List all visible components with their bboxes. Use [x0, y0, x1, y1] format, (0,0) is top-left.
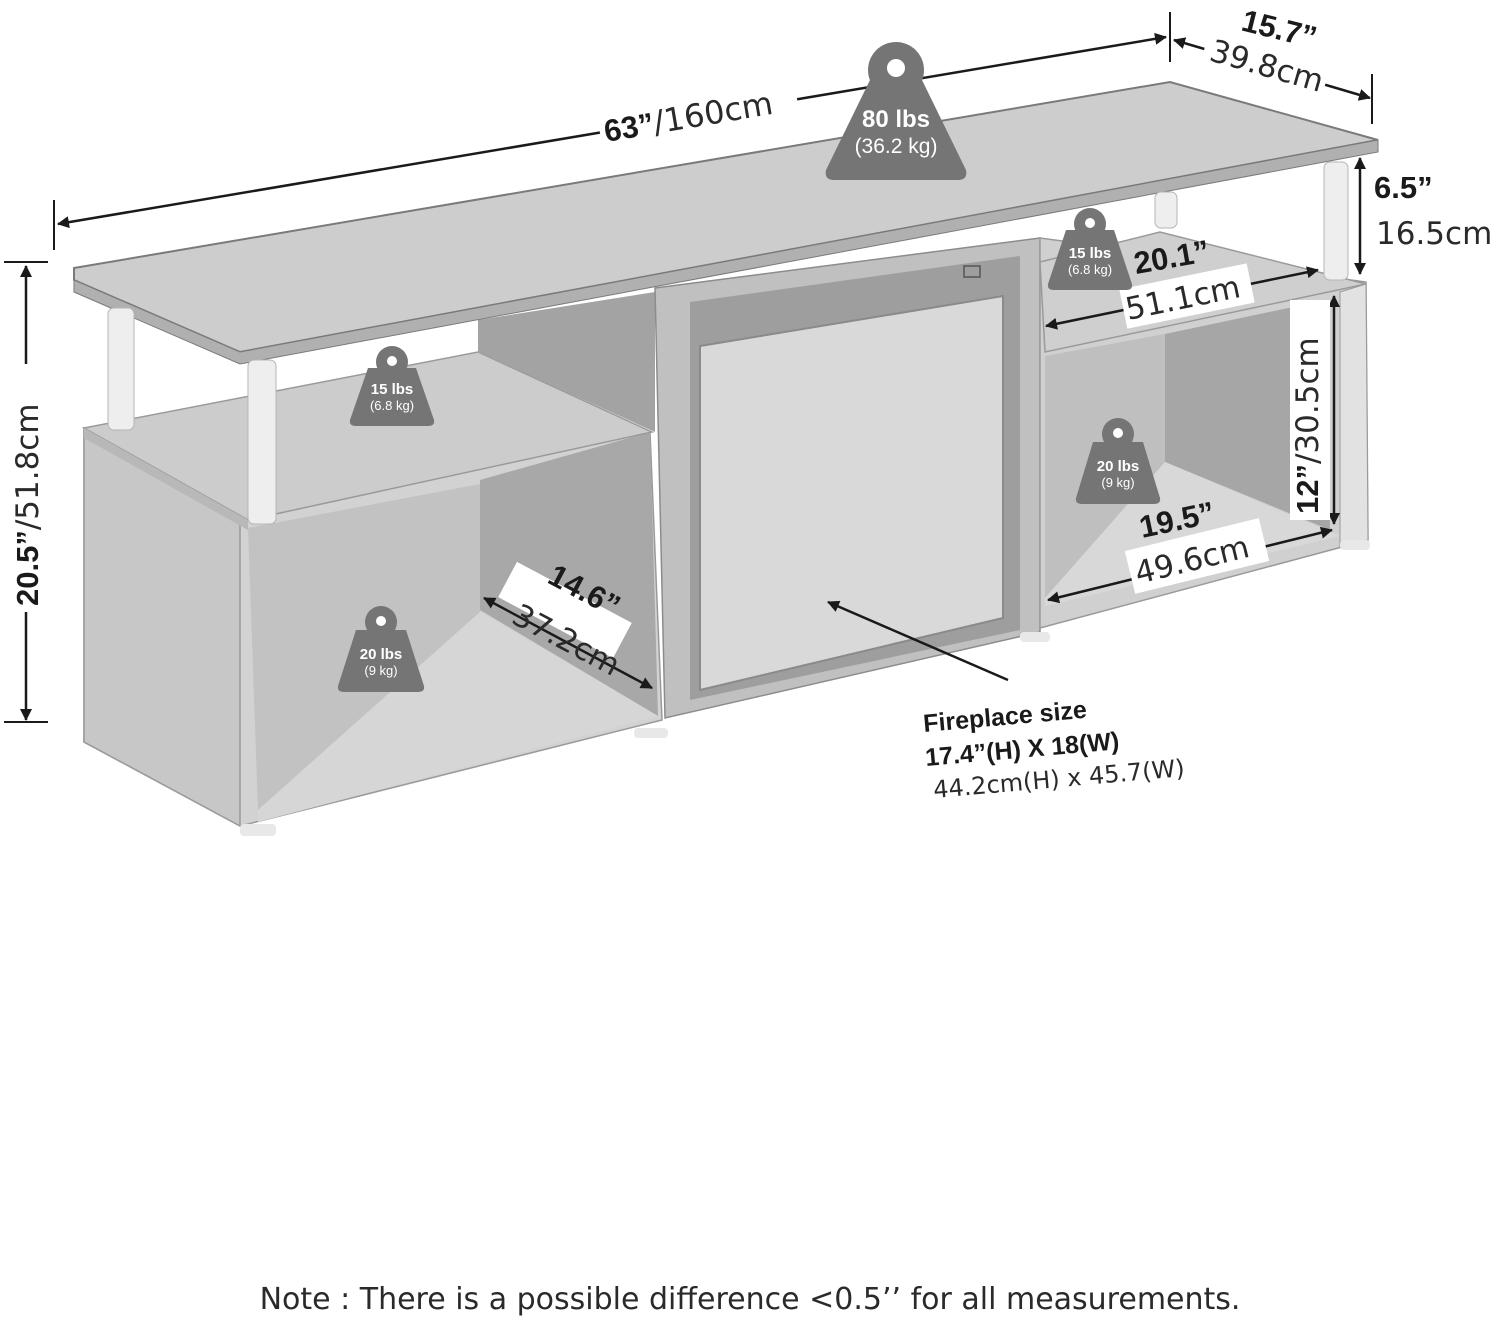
weight-hook-icon — [1085, 218, 1095, 228]
weight-left-cabinet-kg: (9 kg) — [364, 663, 397, 678]
fireplace-insert — [699, 294, 1004, 692]
post-back-right — [1154, 191, 1178, 229]
right-cabinet-height-label: 12”/30.5cm — [1290, 337, 1326, 514]
top-gap-in-label: 6.5” — [1374, 170, 1433, 205]
upper-left-back-panel — [478, 292, 655, 432]
fireplace-callout: Fireplace size 17.4”(H) X 18(W) 44.2cm(H… — [922, 696, 1186, 804]
foot-right — [1340, 540, 1370, 550]
weight-hook-icon — [887, 59, 905, 77]
weight-left-cabinet-lbs: 20 lbs — [360, 646, 403, 663]
fireplace-button — [963, 265, 981, 278]
right-end-panel — [1339, 283, 1369, 549]
label-backgrounds — [6, 13, 1336, 659]
weight-badge-upper-right: 15 lbs (6.8 kg) — [1047, 208, 1133, 290]
weight-badge-top: 80 lbs (36.2 kg) — [825, 42, 967, 180]
weight-upper-right-kg: (6.8 kg) — [1068, 262, 1112, 277]
height-label: 20.5”/51.8cm — [10, 403, 46, 606]
weight-hook-icon — [387, 356, 397, 366]
weight-badge-right-cabinet: 20 lbs (9 kg) — [1075, 418, 1161, 504]
weight-right-cabinet-kg: (9 kg) — [1101, 475, 1134, 490]
upper-left-shelf-edge — [84, 428, 248, 530]
post-front-left-upper — [107, 307, 135, 431]
top-gap-cm-label: 16.5cm — [1376, 216, 1492, 252]
weight-upper-left-lbs: 15 lbs — [371, 381, 414, 398]
right-cabinet-interior-back — [1165, 300, 1330, 530]
weight-right-cabinet-lbs: 20 lbs — [1097, 458, 1140, 475]
post-front-right — [1323, 161, 1349, 281]
tv-stand-illustration — [73, 80, 1379, 836]
post-front-left-lower — [247, 359, 277, 525]
foot-center — [634, 728, 668, 738]
measurement-note: Note : There is a possible difference <0… — [259, 1282, 1241, 1317]
fireplace-pointer-line — [827, 600, 1009, 682]
weight-hook-icon — [376, 616, 386, 626]
weight-upper-left-kg: (6.8 kg) — [370, 398, 414, 413]
weight-hook-icon — [1113, 428, 1123, 438]
top-board-edge — [73, 139, 1379, 365]
foot-right-mid — [1020, 632, 1050, 642]
weight-top-kg: (36.2 kg) — [855, 135, 938, 158]
foot-left — [240, 824, 276, 836]
weight-badge-upper-left: 15 lbs (6.8 kg) — [349, 346, 435, 426]
weight-top-lbs: 80 lbs — [862, 106, 930, 133]
weight-upper-right-lbs: 15 lbs — [1069, 245, 1112, 262]
left-cabinet-depth-dimension-line — [483, 596, 653, 690]
weight-badge-left-cabinet: 20 lbs (9 kg) — [337, 606, 425, 692]
